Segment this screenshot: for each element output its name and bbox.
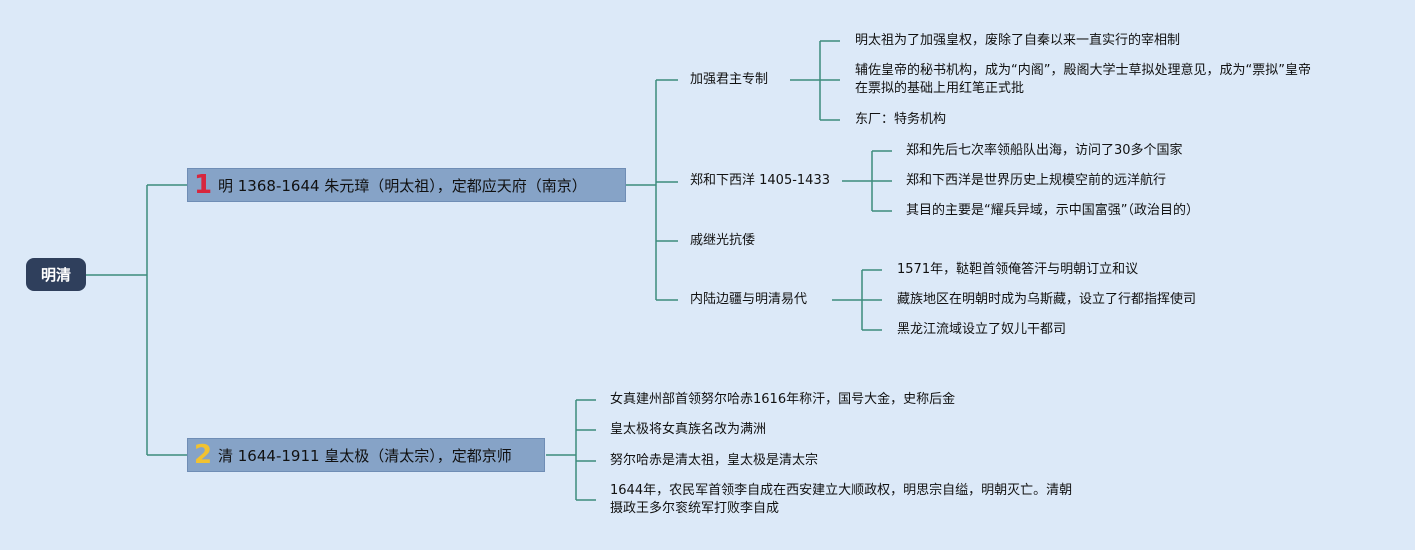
leaf-nurgan[interactable]: 黑龙江流域设立了奴儿干都司 — [897, 322, 1067, 337]
badge-2: 2 — [194, 440, 213, 470]
branch-zhenghe[interactable]: 郑和下西洋 1405-1433 — [690, 173, 830, 188]
leaf-later-jin[interactable]: 女真建州部首领努尔哈赤1616年称汗，国号大金，史称后金 — [610, 392, 956, 407]
topic-qing-label: 清 1644-1911 皇太极（清太宗），定都京师 — [218, 446, 512, 465]
badge-1: 1 — [194, 170, 213, 200]
leaf-1644-fall-line1: 1644年，农民军首领李自成在西安建立大顺政权，明思宗自缢，明朝灭亡。清朝 — [610, 483, 1073, 498]
branch-qijiguang[interactable]: 戚继光抗倭 — [690, 233, 756, 248]
leaf-tibet[interactable]: 藏族地区在明朝时成为乌斯藏，设立了行都指挥使司 — [897, 292, 1197, 307]
leaf-unprecedented-voyage[interactable]: 郑和下西洋是世界历史上规模空前的远洋航行 — [906, 173, 1167, 188]
topic-ming[interactable]: 1 明 1368-1644 朱元璋（明太祖），定都应天府（南京） — [187, 168, 626, 202]
leaf-manchu-name[interactable]: 皇太极将女真族名改为满洲 — [610, 422, 767, 437]
branch-frontier[interactable]: 内陆边疆与明清易代 — [690, 292, 808, 307]
leaf-1644-fall[interactable]: 1644年，农民军首领李自成在西安建立大顺政权，明思宗自缢，明朝灭亡。清朝 摄政… — [610, 482, 1130, 518]
leaf-grand-secretariat-line2: 在票拟的基础上用红笔正式批 — [855, 81, 1025, 96]
leaf-qing-emperors[interactable]: 努尔哈赤是清太祖，皇太极是清太宗 — [610, 453, 819, 468]
leaf-voyage-purpose[interactable]: 其目的主要是“耀兵异域，示中国富强”（政治目的） — [906, 203, 1199, 218]
leaf-east-depot[interactable]: 东厂：特务机构 — [855, 112, 947, 127]
leaf-grand-secretariat-line1: 辅佐皇帝的秘书机构，成为“内阁”，殿阁大学士草拟处理意见，成为“票拟”皇帝 — [855, 63, 1311, 78]
root-node[interactable]: 明清 — [26, 258, 86, 291]
leaf-abolish-chancellor[interactable]: 明太祖为了加强皇权，废除了自秦以来一直实行的宰相制 — [855, 33, 1181, 48]
leaf-seven-voyages[interactable]: 郑和先后七次率领船队出海，访问了30多个国家 — [906, 143, 1183, 158]
topic-ming-label: 明 1368-1644 朱元璋（明太祖），定都应天府（南京） — [218, 176, 587, 195]
branch-centralization[interactable]: 加强君主专制 — [690, 72, 769, 87]
leaf-1644-fall-line2: 摄政王多尔衮统军打败李自成 — [610, 501, 780, 516]
leaf-grand-secretariat[interactable]: 辅佐皇帝的秘书机构，成为“内阁”，殿阁大学士草拟处理意见，成为“票拟”皇帝 在票… — [855, 62, 1355, 98]
root-label: 明清 — [40, 266, 71, 284]
leaf-1571-peace[interactable]: 1571年，鞑靼首领俺答汗与明朝订立和议 — [897, 262, 1139, 277]
topic-qing[interactable]: 2 清 1644-1911 皇太极（清太宗），定都京师 — [187, 438, 545, 472]
